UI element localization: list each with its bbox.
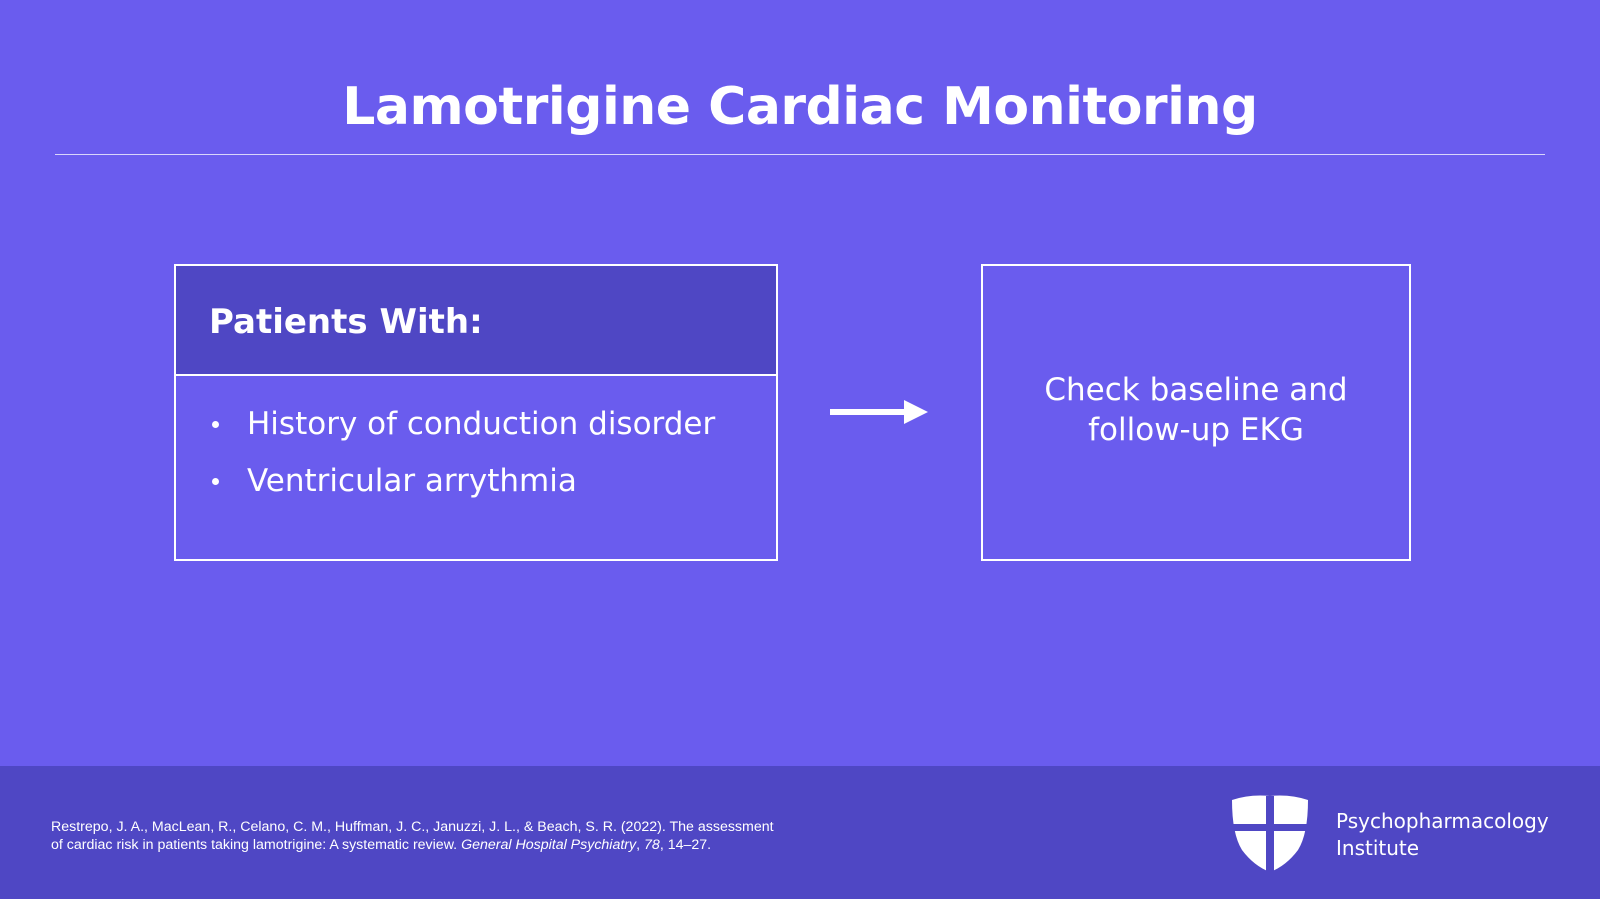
citation: Restrepo, J. A., MacLean, R., Celano, C.…: [51, 818, 871, 854]
slide-title: Lamotrigine Cardiac Monitoring: [342, 77, 1258, 137]
citation-pages: , 14–27.: [659, 837, 712, 853]
footer-bar: Restrepo, J. A., MacLean, R., Celano, C.…: [0, 766, 1600, 899]
title-divider: [55, 154, 1545, 155]
citation-text: of cardiac risk in patients taking lamot…: [51, 837, 458, 853]
patients-box: Patients With: History of conduction dis…: [174, 264, 778, 561]
logo-text-line: Institute: [1336, 836, 1420, 860]
citation-journal: General Hospital Psychiatry: [461, 837, 637, 853]
shield-icon: [1232, 795, 1308, 872]
citation-line: of cardiac risk in patients taking lamot…: [51, 836, 871, 854]
citation-volume: 78: [644, 837, 660, 853]
patients-box-header: Patients With:: [176, 266, 776, 376]
condition-text: Ventricular arrythmia: [247, 463, 577, 499]
logo-wordmark: Psychopharmacology Institute: [1336, 808, 1549, 862]
recommendation-text: Check baseline and follow-up EKG: [1006, 370, 1386, 450]
arrow-right-icon: [830, 400, 928, 424]
bullet-icon: [212, 477, 219, 485]
patients-box-heading: Patients With:: [209, 302, 483, 342]
bullet-icon: [212, 420, 219, 428]
recommendation-line: Check baseline and: [1044, 371, 1348, 408]
recommendation-box: Check baseline and follow-up EKG: [981, 264, 1411, 561]
citation-line: Restrepo, J. A., MacLean, R., Celano, C.…: [51, 819, 774, 835]
list-item: History of conduction disorder: [209, 404, 769, 444]
condition-list: History of conduction disorder Ventricul…: [209, 404, 769, 518]
recommendation-line: follow-up EKG: [1088, 411, 1304, 448]
condition-text: History of conduction disorder: [247, 406, 716, 442]
citation-separator: ,: [636, 837, 641, 853]
list-item: Ventricular arrythmia: [209, 461, 769, 501]
logo-text-line: Psychopharmacology: [1336, 809, 1549, 833]
